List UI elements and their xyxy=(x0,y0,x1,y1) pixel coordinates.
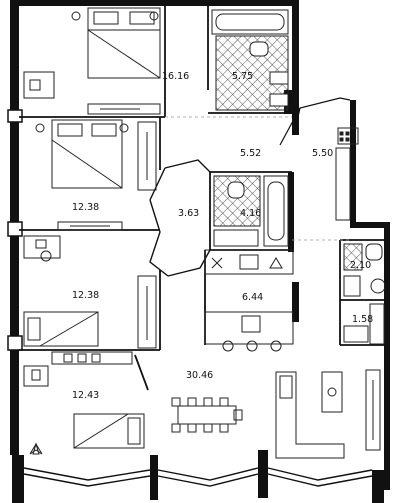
room-label-bedroom-4: 12.43 xyxy=(72,390,99,401)
room-label-hall: 5.52 xyxy=(240,148,261,159)
entrance-door xyxy=(279,97,351,146)
bedroom-4-furniture xyxy=(23,351,145,455)
bedroom-1-furniture xyxy=(23,7,161,115)
zone-dividers xyxy=(165,116,350,241)
room-label-kitchen: 6.44 xyxy=(242,292,263,303)
bay-windows xyxy=(23,467,373,487)
bedroom-2-furniture xyxy=(35,119,157,231)
room-label-entrance: 5.50 xyxy=(312,148,333,159)
bathroom-1-fixtures xyxy=(211,9,289,111)
room-label-closet: 3.63 xyxy=(178,208,199,219)
bedroom-3-furniture xyxy=(23,235,157,349)
room-label-bedroom-3: 12.38 xyxy=(72,290,99,301)
room-label-bathroom-2: 4.16 xyxy=(240,208,261,219)
bathroom-2-fixtures xyxy=(213,175,289,247)
room-area-labels: 16.16 5.75 5.52 5.50 12.38 3.63 4.16 12.… xyxy=(72,71,373,401)
interior-walls xyxy=(19,6,384,391)
room-label-bathroom-1: 5.75 xyxy=(232,71,253,82)
room-label-bathroom-3: 2.10 xyxy=(350,260,371,271)
exterior-walls xyxy=(7,0,390,503)
closet-walls xyxy=(149,159,211,277)
kitchen-fixtures xyxy=(204,249,294,352)
bathroom-3-fixtures xyxy=(343,243,386,345)
room-label-bedroom-2: 12.38 xyxy=(72,202,99,213)
thick-walls xyxy=(284,90,299,322)
room-label-living-room: 30.46 xyxy=(186,370,213,381)
living-room-furniture xyxy=(171,369,381,459)
room-label-storage: 1.58 xyxy=(352,314,373,325)
room-label-bedroom-1: 16.16 xyxy=(162,71,189,82)
entrance-wardrobe xyxy=(335,127,359,221)
